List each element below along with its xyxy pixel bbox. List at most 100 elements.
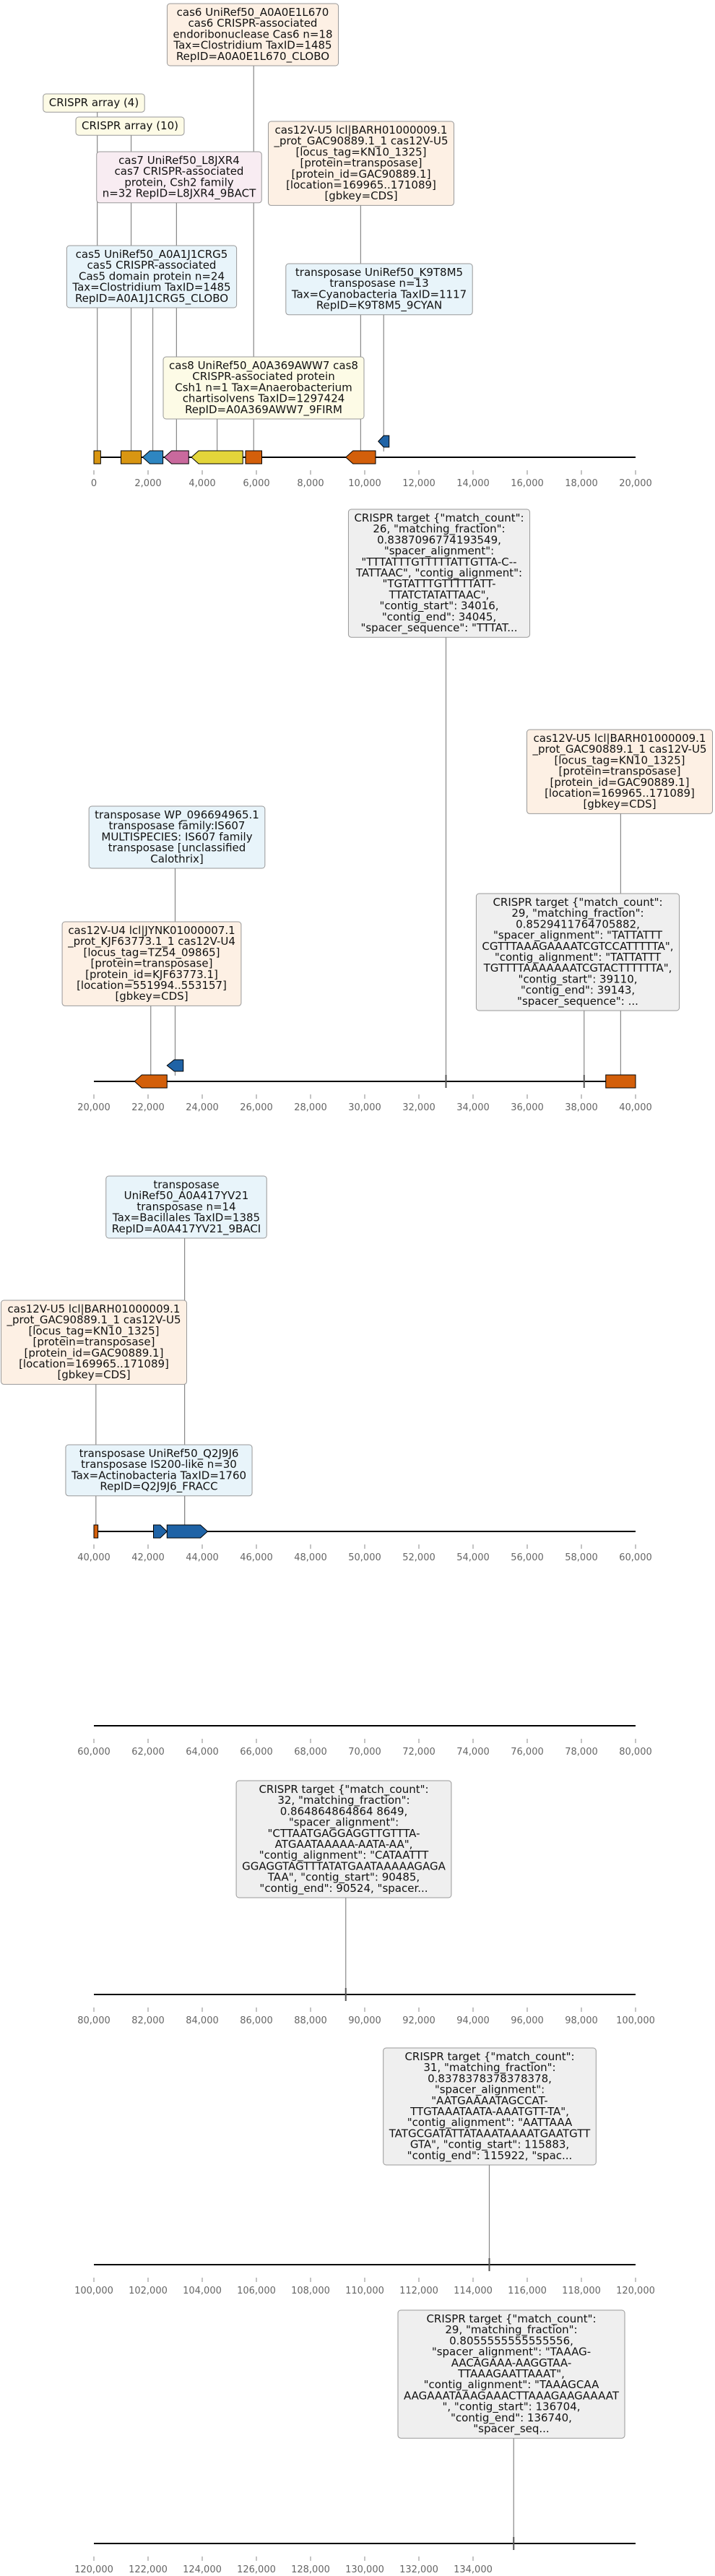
feature-label-line: Tax=Clostridium TaxID=1485 — [173, 39, 332, 52]
feature-label-line: [location=169965..171089] — [545, 787, 695, 800]
tick-label: 62,000 — [131, 1747, 165, 1758]
feature-label-line: RepID=A0A369AWW7_9FIRM — [185, 403, 342, 417]
feature-label-line: CRISPR target {"match_count": — [426, 2312, 596, 2326]
feature-label-line: [gbkey=CDS] — [115, 990, 188, 1003]
feature-label-box — [88, 805, 266, 869]
tick-label: 58,000 — [565, 1552, 598, 1563]
tick-label: 10,000 — [348, 478, 381, 489]
tick-label: 60,000 — [619, 1552, 652, 1563]
feature-label-line: cas12V-U5 lcl|BARH01000009.1 — [275, 124, 448, 137]
gene-feature — [93, 450, 101, 464]
tick-label: 132,000 — [399, 2564, 438, 2575]
feature-label-line: CRISPR-associated protein — [192, 370, 334, 383]
feature-label-line: cas12V-U4 lcl|JYNK01000007.1 — [68, 924, 235, 937]
tick-label: 26,000 — [240, 1102, 273, 1113]
feature-label-line: _prot_GAC90889.1_1 cas12V-U5 — [6, 1313, 181, 1327]
gene-feature — [163, 450, 189, 464]
feature-label-box — [105, 1175, 267, 1239]
feature-label-line: UniRef50_A0A417YV21 — [124, 1189, 249, 1203]
feature-label-box — [96, 151, 262, 204]
feature-label-line: [gbkey=CDS] — [324, 189, 397, 202]
tick-label: 122,000 — [129, 2564, 168, 2575]
feature-label-line: "contig_end": 34045, — [382, 610, 496, 624]
feature-label-line: _prot_GAC90889.1_1 cas12V-U5 — [532, 743, 706, 756]
feature-label-line: "spacer_alignment": — [435, 2083, 545, 2097]
tick-label: 80,000 — [619, 1747, 652, 1758]
feature-label-line: 0.864864864864 8649, — [280, 1805, 408, 1818]
feature-label-line: _prot_KJF63773.1_1 cas12V-U4 — [67, 935, 235, 948]
feature-label-line: CRISPR target {"match_count": — [259, 1783, 428, 1797]
tick-label: 112,000 — [399, 2286, 438, 2296]
gene-feature — [93, 1524, 99, 1539]
tick-label: 30,000 — [348, 1102, 381, 1113]
feature-label-line: [protein_id=GAC90889.1] — [550, 776, 690, 790]
tick-label: 94,000 — [456, 2015, 490, 2026]
feature-label-line: [location=169965..171089] — [19, 1357, 169, 1370]
feature-label: cas12V-U4 lcl|JYNK01000007.1_prot_KJF637… — [61, 921, 242, 1006]
tick-label: 40,000 — [619, 1102, 652, 1113]
gene-feature — [166, 1524, 209, 1539]
feature-label-line: cas6 UniRef50_A0A0E1L670 — [177, 6, 329, 20]
feature-label-line: TTAAAGAATTAAAT", — [457, 2367, 565, 2380]
feature-label-line: CRISPR array (4) — [49, 96, 139, 109]
feature-label-line: [locus_tag=KN10_1325] — [295, 145, 426, 159]
feature-label-line: 0.8387096774193549, — [377, 533, 501, 546]
feature-label-box — [347, 509, 531, 638]
feature-label-line: "contig_alignment": "TAAAGCAA — [424, 2378, 599, 2392]
track-5: CRISPR target {"match_count":32, "matchi… — [77, 1780, 655, 2026]
tick-label: 34,000 — [456, 1102, 490, 1113]
tick-label: 38,000 — [565, 1102, 598, 1113]
feature-label-line: [protein=transposase] — [91, 957, 213, 970]
feature-label-line: n=32 RepID=L8JXR4_9BACT — [103, 187, 256, 201]
feature-label-line: "spacer_sequence": ... — [517, 995, 638, 1008]
feature-label-box — [162, 356, 365, 420]
feature-label-line: transposase n=13 — [329, 277, 428, 290]
feature-label-line: 0.8055555555555556, — [449, 2334, 573, 2347]
feature-label-box — [61, 921, 242, 1006]
tick-label: 76,000 — [511, 1747, 544, 1758]
feature-label-line: RepID=A0A0E1L670_CLOBO — [176, 50, 329, 64]
feature-label-box — [267, 121, 455, 206]
feature-label-line: RepID=A0A1J1CRG5_CLOBO — [75, 292, 228, 306]
feature-label-line: CRISPR target {"match_count": — [404, 2050, 574, 2064]
feature-label-line: "contig_end": 136740, — [451, 2411, 572, 2425]
feature-label: CRISPR target {"match_count":32, "matchi… — [235, 1780, 452, 1898]
tick-label: 70,000 — [348, 1747, 381, 1758]
feature-label-line: GGAGGTAGTTTATATGAATAAAAAGAGA — [242, 1859, 446, 1872]
tick-label: 36,000 — [511, 1102, 544, 1113]
tick-label: 66,000 — [240, 1747, 273, 1758]
feature-label: CRISPR target {"match_count":31, "matchi… — [383, 2047, 597, 2166]
feature-label-line: Tax=Clostridium TaxID=1485 — [72, 281, 230, 294]
tick-label: 110,000 — [345, 2286, 384, 2296]
tick-label: 108,000 — [291, 2286, 330, 2296]
feature-label-line: Calothrix] — [150, 852, 203, 865]
feature-label-line: "spacer_alignment": "TAAAG- — [432, 2346, 591, 2359]
gene-feature — [191, 450, 243, 464]
feature-label-line: AACAGAAA-AAGGTAA- — [451, 2356, 572, 2369]
feature-label: CRISPR target {"match_count":29, "matchi… — [397, 2309, 625, 2439]
feature-label-line: transposase n=14 — [136, 1200, 235, 1213]
tick-label: 104,000 — [183, 2286, 222, 2296]
feature-label-line: "spacer_alignment": — [384, 545, 494, 558]
feature-label-line: [gbkey=CDS] — [57, 1368, 130, 1381]
tick-label: 96,000 — [511, 2015, 544, 2026]
tick-label: 120,000 — [616, 2286, 655, 2296]
gene-feature — [142, 450, 164, 464]
feature-label-line: transposase IS200-like n=30 — [81, 1458, 237, 1471]
tick-label: 6,000 — [243, 478, 269, 489]
feature-label-line: RepID=K9T8M5_9CYAN — [316, 299, 442, 313]
tick-label: 42,000 — [131, 1552, 165, 1563]
feature-label-line: "contig_start": 34016, — [379, 600, 498, 613]
feature-label-line: GTA", "contig_start": 115883, — [410, 2138, 569, 2152]
gene-feature — [134, 1074, 168, 1089]
tick-label: 106,000 — [237, 2286, 276, 2296]
feature-label-line: RepID=Q2J9J6_FRACC — [100, 1480, 217, 1494]
track-3: transposaseUniRef50_A0A417YV21transposas… — [0, 1175, 652, 1563]
tick-label: 92,000 — [402, 2015, 436, 2026]
gene-feature — [166, 1059, 184, 1072]
tick-label: 56,000 — [511, 1552, 544, 1563]
